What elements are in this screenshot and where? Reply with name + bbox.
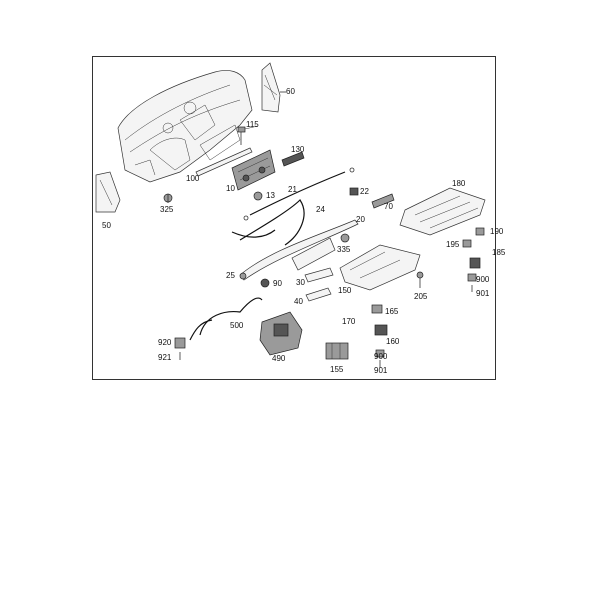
callout-185: 185 <box>492 248 506 257</box>
callout-160: 160 <box>386 337 400 346</box>
callout-100: 100 <box>186 174 200 183</box>
part-10-control-unit <box>231 149 276 191</box>
part-155-switch-block <box>325 342 349 360</box>
part-100-trim-strip <box>195 147 253 177</box>
part-335-clip <box>340 233 350 243</box>
part-20-dash-trim <box>239 219 359 281</box>
part-205-screw <box>416 271 424 288</box>
callout-900a: 900 <box>476 275 490 284</box>
part-165-170-switches <box>371 304 388 368</box>
part-190-195-bulbs <box>462 227 485 292</box>
part-325-fastener <box>163 193 173 203</box>
callout-115: 115 <box>246 120 259 129</box>
callout-30: 30 <box>296 278 305 287</box>
callout-70: 70 <box>384 202 393 211</box>
part-490-module <box>259 311 303 356</box>
callout-195: 195 <box>446 240 460 249</box>
callout-22: 22 <box>360 187 369 196</box>
callout-901a: 901 <box>476 289 490 298</box>
callout-90: 90 <box>273 279 282 288</box>
callout-25: 25 <box>226 271 235 280</box>
part-115-screw <box>237 125 259 145</box>
callout-490: 490 <box>272 354 286 363</box>
part-50-end-cap <box>95 171 121 213</box>
part-30-40-trim <box>304 267 334 302</box>
callout-335: 335 <box>337 245 351 254</box>
callout-190: 190 <box>490 227 504 236</box>
callout-10: 10 <box>226 184 235 193</box>
callout-901b: 901 <box>374 366 388 375</box>
callout-165: 165 <box>385 307 399 316</box>
callout-40: 40 <box>294 297 303 306</box>
callout-155: 155 <box>330 365 344 374</box>
callout-13: 13 <box>266 191 275 200</box>
callout-500: 500 <box>230 321 244 330</box>
callout-920: 920 <box>158 338 172 347</box>
part-130-switch-panel <box>281 151 305 167</box>
callout-21: 21 <box>288 185 297 194</box>
part-920-921-connector <box>174 337 186 360</box>
part-60-side-cover <box>261 62 286 113</box>
callout-205: 205 <box>414 292 428 301</box>
dashboard-panel <box>117 70 253 183</box>
part-500-cable <box>189 297 263 341</box>
part-22-switch <box>349 187 359 196</box>
callout-130: 130 <box>291 145 305 154</box>
part-25-screw <box>239 272 247 280</box>
callout-170: 170 <box>342 317 356 326</box>
part-180-panel <box>399 187 486 236</box>
callout-921: 921 <box>158 353 172 362</box>
callout-900b: 900 <box>374 352 388 361</box>
callout-60: 60 <box>286 87 295 96</box>
callout-180: 180 <box>452 179 466 188</box>
part-90-knob <box>260 278 270 288</box>
callout-150: 150 <box>338 286 352 295</box>
part-70-vent <box>371 193 395 209</box>
callout-24: 24 <box>316 205 325 214</box>
callout-325: 325 <box>160 205 174 214</box>
callout-20: 20 <box>356 215 365 224</box>
part-21-24-wiring-harness <box>231 167 355 246</box>
part-150-console <box>339 244 421 291</box>
part-13-bolt <box>253 191 263 201</box>
callout-50: 50 <box>102 221 111 230</box>
